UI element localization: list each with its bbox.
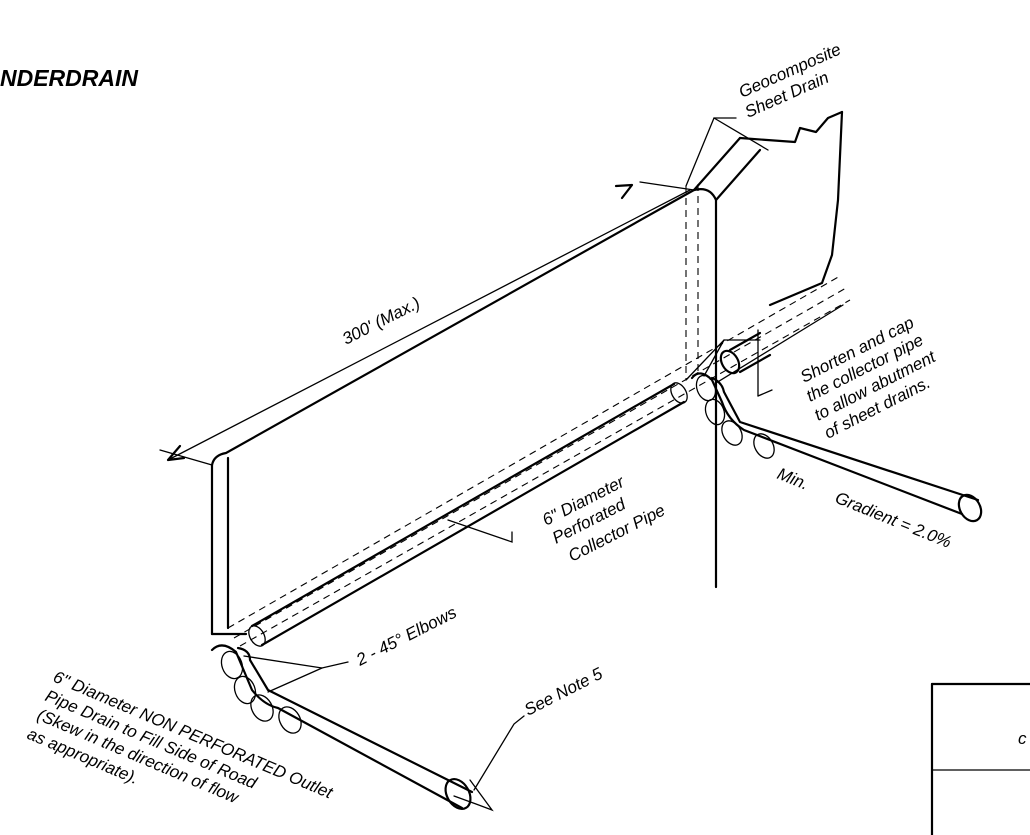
perforated-collector-pipe [248, 331, 772, 647]
outlet-pipe-left [210, 644, 474, 811]
label-gradient-min: Min. [775, 464, 812, 494]
outlet-pipe-right [690, 372, 983, 523]
dashed-hidden-lines [227, 184, 851, 647]
label-elbows: 2 - 45° Elbows [352, 603, 460, 670]
sheet-drain-panel [210, 110, 844, 636]
drawing-title: NDERDRAIN [0, 65, 138, 91]
summary-table: c [930, 682, 1030, 835]
label-length: 300' (Max.) [339, 293, 423, 348]
leader-lines [243, 117, 769, 812]
label-see-note: See Note 5 [521, 664, 606, 720]
label-gradient: Gradient = 2.0% [833, 488, 954, 552]
length-dimension [159, 181, 695, 466]
table-cell: c [1018, 729, 1027, 748]
